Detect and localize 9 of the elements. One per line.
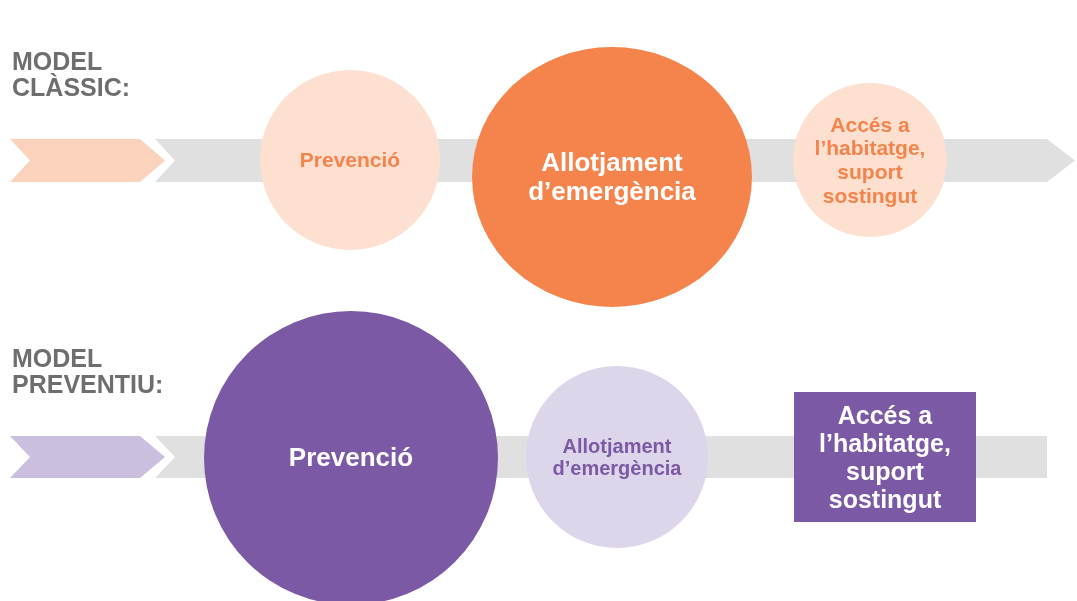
stage-label: Accés a l’habitatge, suport sostingut bbox=[818, 401, 952, 513]
stage-label: Accés a l’habitatge, suport sostingut bbox=[813, 112, 927, 208]
stage-label: Prevenció bbox=[288, 443, 414, 473]
stage-label: Prevenció bbox=[299, 148, 401, 172]
stage-box bbox=[794, 392, 976, 522]
stage-label: Allotjament d’emergència bbox=[527, 147, 697, 207]
model-heading: MODEL CLÀSSIC: bbox=[12, 48, 132, 101]
model-heading: MODEL PREVENTIU: bbox=[12, 345, 165, 398]
stage-label: Allotjament d’emergència bbox=[551, 434, 683, 480]
